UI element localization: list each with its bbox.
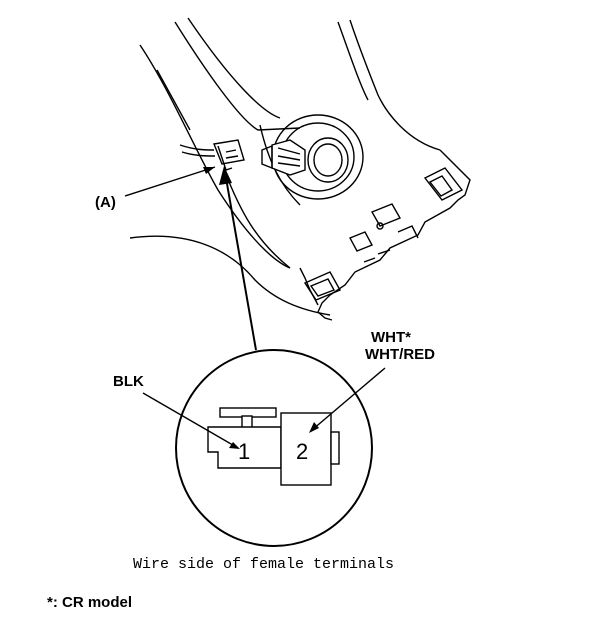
wire-wht-red-label: WHT/RED	[365, 346, 435, 363]
terminal-2-number: 2	[296, 439, 308, 464]
connector-zoom-view: 1 2	[175, 349, 373, 547]
body-panel-illustration	[129, 17, 471, 321]
zoom-caption: Wire side of female terminals	[133, 556, 394, 573]
wire-labels: BLK WHT* WHT/RED	[113, 329, 435, 449]
zoom-arrow	[219, 166, 257, 351]
wire-blk-label: BLK	[113, 373, 144, 390]
wire-wht-cr-label: WHT*	[371, 329, 411, 346]
callout-a-label: (A)	[95, 194, 116, 211]
footnote: *: CR model	[47, 594, 132, 611]
callout-a: (A)	[95, 166, 216, 211]
terminal-1-number: 1	[238, 439, 250, 464]
